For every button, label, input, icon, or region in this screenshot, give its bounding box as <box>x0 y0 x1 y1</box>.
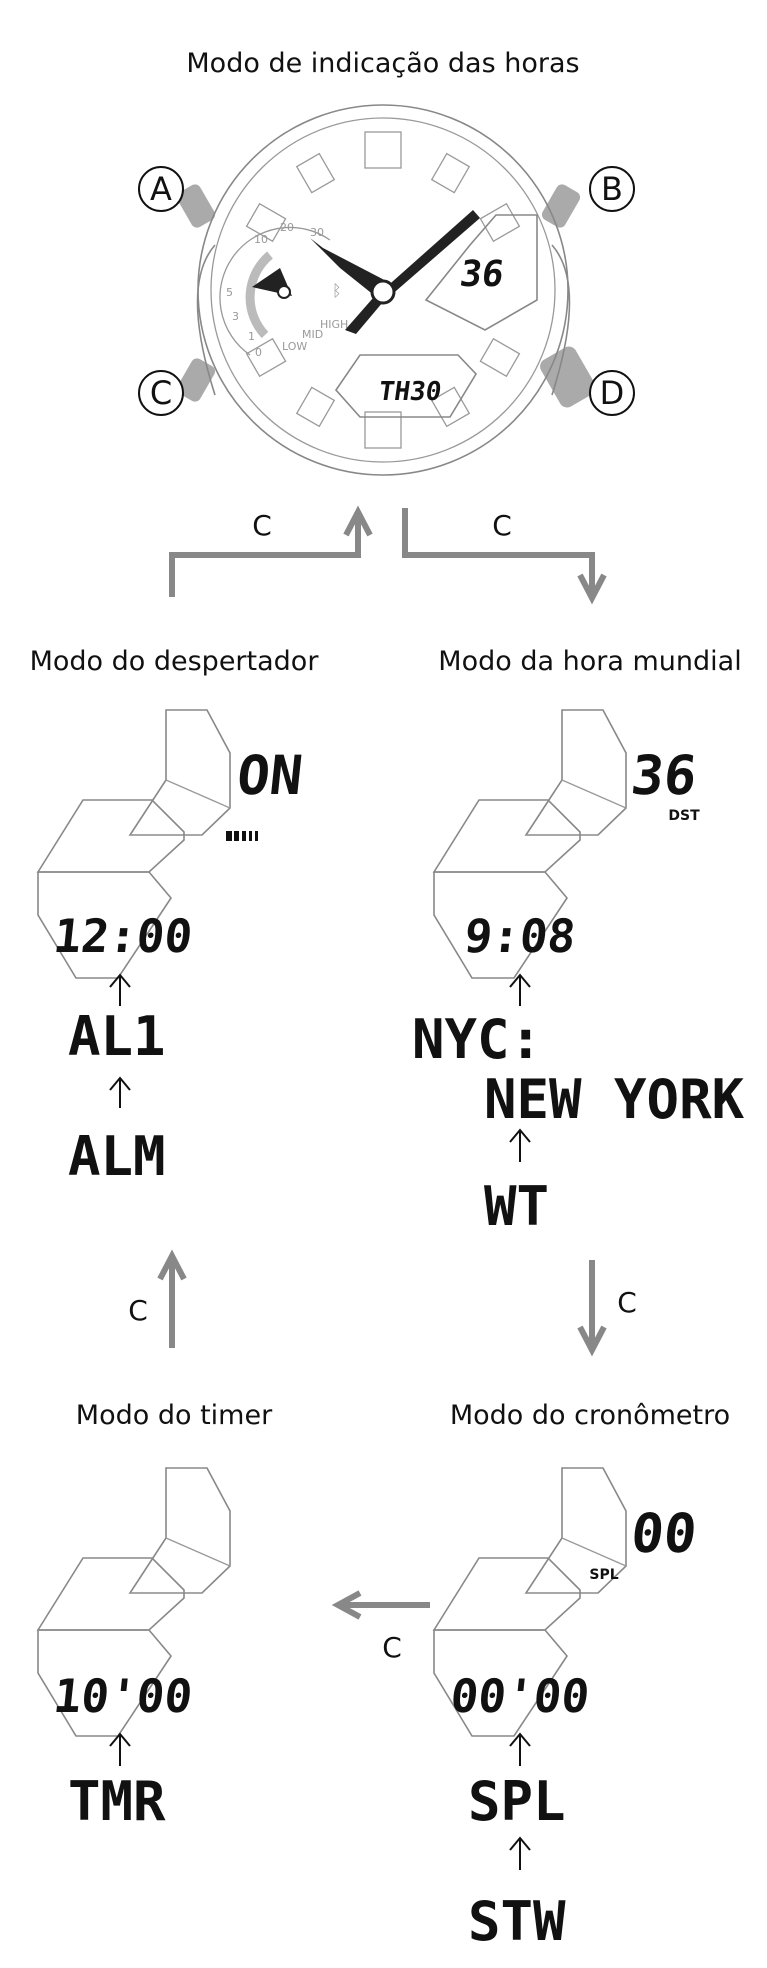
alarm-sound-icon <box>226 831 258 841</box>
stopwatch-step-arrow-1 <box>509 1732 531 1766</box>
flow-label-c-right: C <box>617 1286 637 1319</box>
alarm-lower-display: 12:00 <box>51 909 195 963</box>
dial-number-5: 5 <box>226 286 233 299</box>
timekeeping-mode-title: Modo de indicação das horas <box>186 48 579 79</box>
flow-label-c-top-right: C <box>492 509 512 542</box>
alarm-step-al1: AL1 <box>68 1005 166 1068</box>
svg-text:A: A <box>150 170 172 208</box>
world-time-step-wt: WT <box>484 1175 549 1238</box>
dial-number-0: 0 <box>255 346 262 359</box>
button-a-pusher <box>176 184 216 228</box>
timer-lower-display: 10'00 <box>51 1669 195 1723</box>
world-time-step-arrow-2 <box>509 1128 531 1162</box>
button-label-c: C <box>138 370 184 416</box>
button-label-b: B <box>589 166 635 212</box>
stopwatch-step-stw: STW <box>468 1890 566 1953</box>
power-label-low: LOW <box>282 340 307 353</box>
button-label-d: D <box>589 370 635 416</box>
world-time-city-name: NEW YORK <box>484 1068 745 1131</box>
flow-arrow-worldtime-to-stopwatch <box>577 1260 607 1357</box>
power-label-mid: MID <box>302 328 323 341</box>
power-subdial <box>219 226 331 356</box>
flow-label-c-left: C <box>128 1294 148 1327</box>
button-label-a: A <box>138 166 184 212</box>
hand-pivot <box>370 279 396 305</box>
world-time-lower-display: 9:08 <box>462 909 578 963</box>
flow-arrow-stopwatch-to-timer <box>331 1590 430 1620</box>
alarm-step-alm: ALM <box>68 1125 166 1188</box>
stopwatch-upper-display: 00 <box>628 1502 700 1565</box>
timer-mode-title: Modo do timer <box>76 1400 273 1431</box>
alarm-step-arrow-1 <box>109 973 131 1006</box>
hour-hand <box>310 238 392 300</box>
timer-step-tmr: TMR <box>68 1770 166 1833</box>
timer-step-arrow-1 <box>109 1732 131 1766</box>
flow-arrow-timekeeping-to-worldtime <box>402 508 607 605</box>
watch-upper-display: 36 <box>457 252 506 295</box>
watch-lower-display: TH30 <box>377 377 444 407</box>
watch-bezel <box>210 117 556 463</box>
alarm-upper-display: ON <box>234 744 306 807</box>
watch-lower-window <box>334 354 477 418</box>
dial-number-10: 10 <box>254 233 268 246</box>
alarm-mode-title: Modo do despertador <box>30 646 320 677</box>
dial-number-20: 20 <box>280 221 294 234</box>
world-time-city-code: NYC: <box>412 1008 542 1071</box>
world-time-mode-title: Modo da hora mundial <box>438 646 741 677</box>
power-label-high: HIGH <box>320 318 348 331</box>
button-c-pusher <box>176 358 216 402</box>
flow-arrow-timer-to-alarm <box>157 1249 187 1348</box>
flow-label-c-top-left: C <box>252 509 272 542</box>
dial-number-3: 3 <box>232 310 239 323</box>
svg-text:B: B <box>601 170 623 208</box>
alarm-step-arrow-2 <box>109 1076 131 1108</box>
watch-upper-window <box>424 214 538 331</box>
world-time-dst-indicator: DST <box>668 808 700 824</box>
flow-arrow-alarm-to-timekeeping <box>169 505 373 597</box>
svg-text:C: C <box>150 374 172 412</box>
world-time-upper-display: 36 <box>628 744 700 807</box>
stopwatch-step-spl: SPL <box>468 1770 566 1833</box>
flow-label-c-bottom: C <box>382 1631 402 1664</box>
dial-number-30: 30 <box>310 226 324 239</box>
bluetooth-icon: ᛒ <box>332 283 342 300</box>
stopwatch-lower-display: 00'00 <box>448 1669 592 1723</box>
stopwatch-mode-title: Modo do cronômetro <box>450 1400 730 1431</box>
svg-text:D: D <box>600 374 625 412</box>
stopwatch-step-arrow-2 <box>509 1836 531 1870</box>
dial-number-1: 1 <box>248 330 255 343</box>
minute-hand <box>383 210 480 297</box>
world-time-step-arrow-1 <box>509 973 531 1006</box>
button-b-pusher <box>541 184 581 228</box>
watch-case-outer <box>197 104 569 476</box>
stopwatch-spl-indicator: SPL <box>589 1567 618 1583</box>
watch-illustration: 10 20 30 5 3 1 0 HIGH MID LOW ᛒ 36 TH30 <box>176 104 596 476</box>
